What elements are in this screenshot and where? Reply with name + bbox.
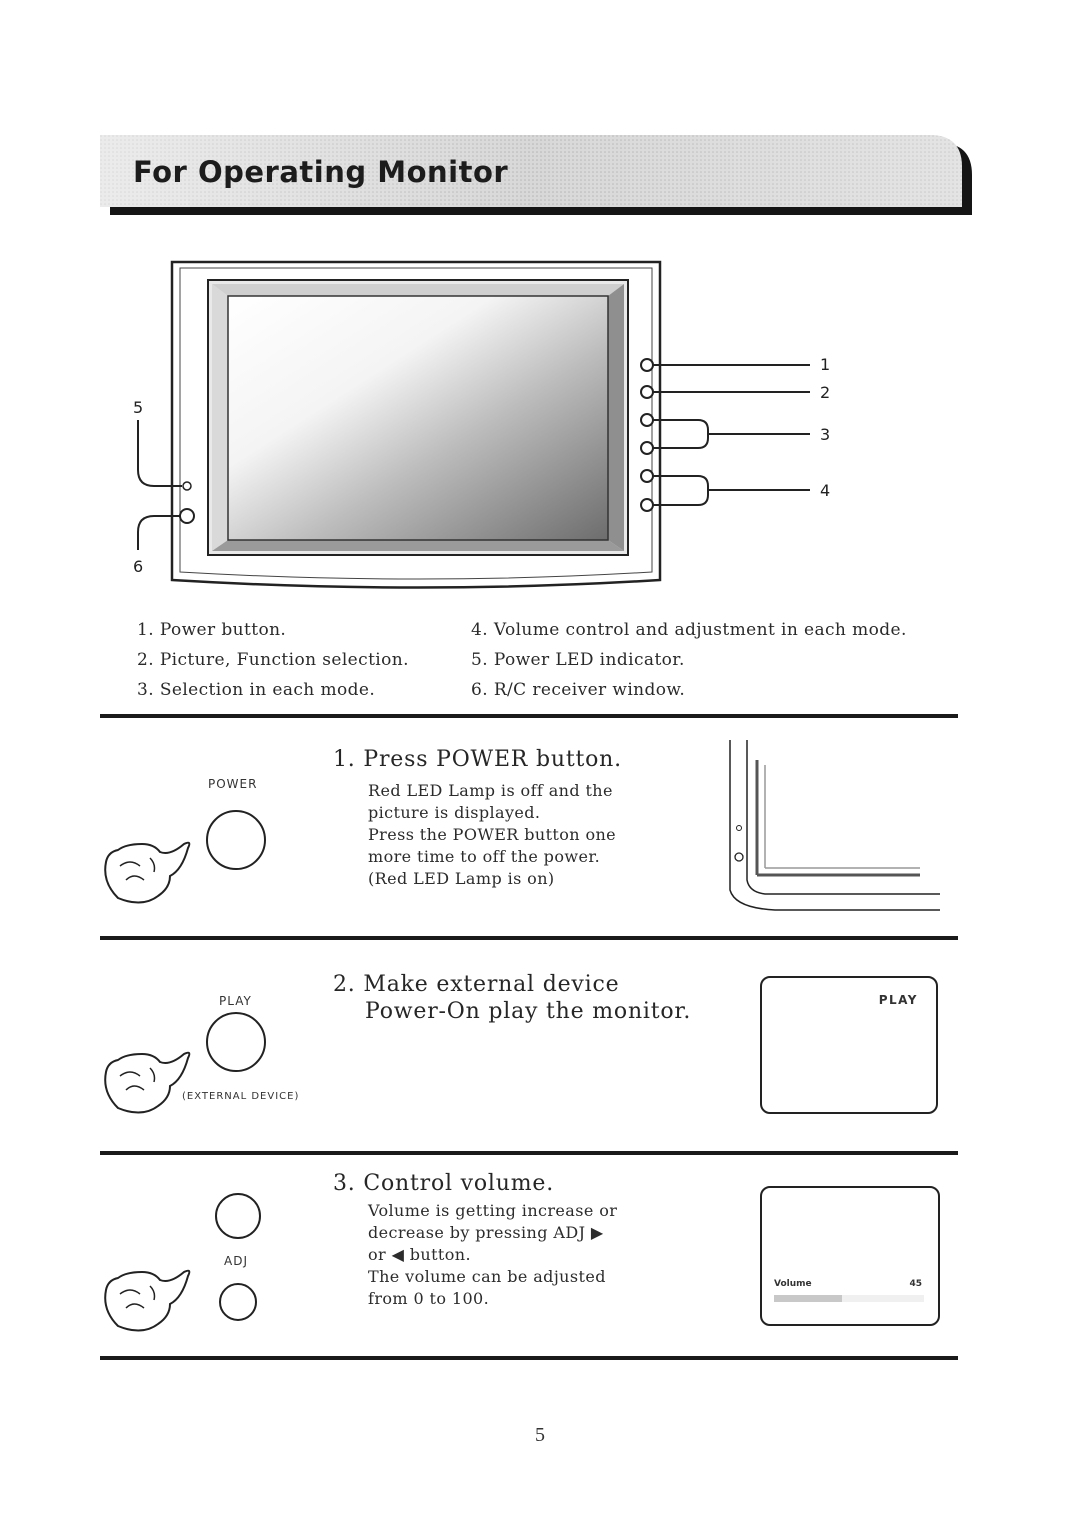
legend-item: 2. Picture, Function selection.	[137, 650, 409, 670]
callout-2: 2	[820, 383, 831, 402]
section-divider	[100, 1356, 958, 1360]
step-3-title: 3. Control volume.	[333, 1171, 555, 1196]
legend-item: 4. Volume control and adjustment in each…	[471, 620, 907, 640]
section-divider	[100, 714, 958, 718]
step-2-title: 2. Make external device Power-On play th…	[333, 972, 692, 1024]
legend-item: 5. Power LED indicator.	[471, 650, 685, 670]
volume-value: 45	[909, 1279, 922, 1289]
step-1-body: Red LED Lamp is off and the picture is d…	[368, 781, 617, 888]
monitor-corner-illustration	[729, 740, 940, 911]
volume-screen: Volume 45	[760, 1186, 940, 1326]
play-screen-label: PLAY	[878, 993, 918, 1007]
callout-1: 1	[820, 355, 831, 374]
legend-item: 3. Selection in each mode.	[137, 680, 376, 700]
volume-bar	[774, 1295, 924, 1302]
section-divider	[100, 936, 958, 940]
step-3-body: Volume is getting increase or decrease b…	[368, 1201, 618, 1308]
volume-bar-fill	[774, 1295, 842, 1302]
callout-6: 6	[133, 557, 144, 576]
adj-button-label: ADJ	[224, 1254, 248, 1268]
callout-4: 4	[820, 481, 831, 500]
play-screen: PLAY	[760, 976, 938, 1114]
callout-5: 5	[133, 398, 144, 417]
hand-pressing-icon	[104, 1012, 266, 1114]
external-device-caption: (EXTERNAL DEVICE)	[182, 1091, 300, 1102]
page-title: For Operating Monitor	[133, 155, 509, 189]
page-number: 5	[535, 1424, 545, 1446]
volume-label: Volume	[774, 1279, 812, 1289]
legend-item: 1. Power button.	[137, 620, 287, 640]
step-1-title: 1. Press POWER button.	[333, 747, 622, 772]
hand-pressing-icon	[104, 1193, 261, 1332]
monitor-diagram	[137, 260, 810, 589]
legend-item: 6. R/C receiver window.	[471, 680, 686, 700]
section-divider	[100, 1151, 958, 1155]
callout-3: 3	[820, 425, 831, 444]
play-button-label: PLAY	[219, 994, 252, 1008]
hand-pressing-icon	[104, 810, 266, 904]
power-button-label: POWER	[208, 777, 258, 791]
header-banner	[100, 135, 972, 215]
